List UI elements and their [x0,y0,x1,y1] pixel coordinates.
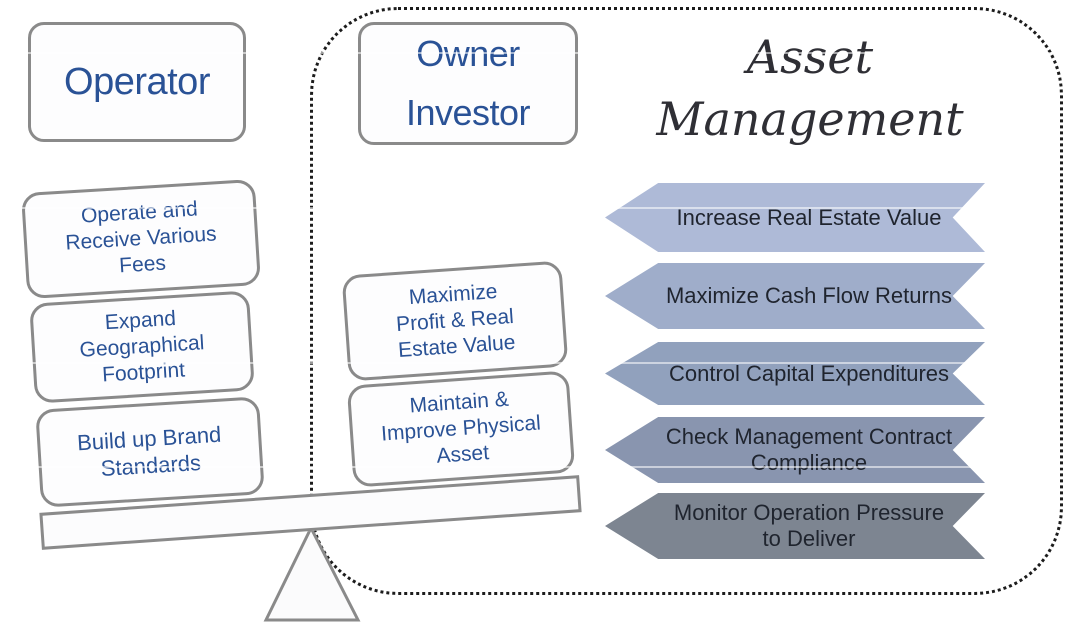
asset-arrow: Increase Real Estate Value [605,183,985,252]
operator-item-box: Operate and Receive Various Fees [20,178,262,300]
asset-arrow: Monitor Operation Pressure to Deliver [605,493,985,559]
operator-title: Operator [64,60,210,103]
asset-arrow-label: Monitor Operation Pressure to Deliver [673,500,945,551]
operator-item-label: Operate and Receive Various Fees [64,197,218,278]
owner-investor-title: Owner Investor [405,33,531,133]
owner-investor-title-box: Owner Investor [358,22,578,145]
owner-investor-item-box: Maximize Profit & Real Estate Value [341,260,569,382]
operator-item-box: Expand Geographical Footprint [29,290,255,404]
asset-arrow: Maximize Cash Flow Returns [605,263,985,329]
dotted-boundary [310,7,1063,595]
asset-arrow-label: Control Capital Expenditures [668,360,950,386]
owner-investor-item-box: Maintain & Improve Physical Asset [346,370,576,488]
asset-arrow: Control Capital Expenditures [605,342,985,405]
owner-investor-item-label: Maintain & Improve Physical Asset [380,387,542,468]
owner-investor-item-label: Maximize Profit & Real Estate Value [395,279,517,363]
operator-item-label: Expand Geographical Footprint [78,306,206,387]
asset-arrow: Check Management Contract Compliance [605,417,985,483]
operator-title-box: Operator [28,22,246,142]
asset-arrow-label: Check Management Contract Compliance [665,424,953,475]
operator-item-box: Build up Brand Standards [35,396,265,508]
seesaw-fulcrum-triangle [263,524,361,622]
asset-management-title: Asset Management [656,30,964,146]
operator-item-label: Build up Brand Standards [76,421,222,482]
asset-arrow-label: Increase Real Estate Value [676,204,942,230]
asset-arrow-label: Maximize Cash Flow Returns [665,283,953,309]
